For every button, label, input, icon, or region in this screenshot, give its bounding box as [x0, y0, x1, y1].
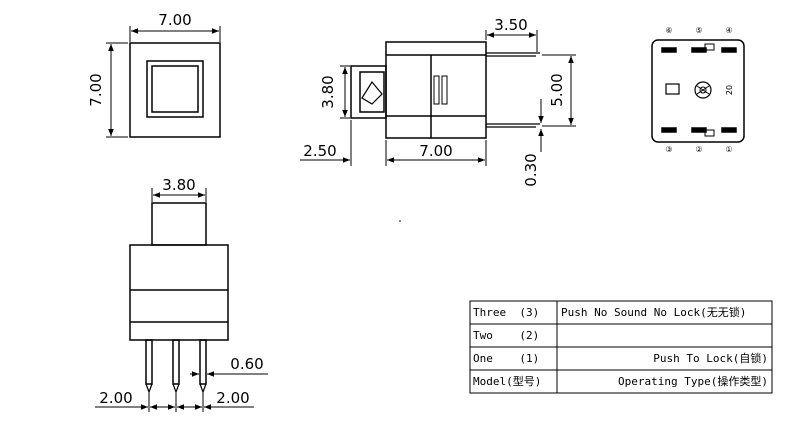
front-view-actuator: [151, 202, 207, 246]
table-header-model: Model(型号): [473, 374, 541, 388]
side-height-left-label: 3.80: [319, 75, 337, 108]
pin-offset-label: 0.30: [522, 153, 540, 186]
front-view-dims: [95, 188, 268, 412]
table-row-2-model: Two (2): [473, 329, 539, 342]
front-view: [129, 202, 229, 394]
side-width-label: 7.00: [419, 142, 452, 160]
table-header-type: Operating Type(操作类型): [618, 374, 768, 388]
bottom-pin-4: ④: [725, 26, 732, 35]
bottom-pin-6: ⑥: [665, 26, 672, 35]
front-view-body: [129, 244, 229, 341]
side-view-dims: [300, 30, 576, 166]
bottom-pin-3: ③: [665, 145, 672, 154]
pin-pitch-left-label: 2.00: [99, 389, 132, 407]
top-view-button-outer: [146, 60, 204, 118]
top-view-dims: [106, 26, 221, 138]
table-row-1-model: One (1): [473, 352, 539, 365]
pin-thickness-label: 0.60: [230, 355, 263, 373]
bottom-pin-5: ⑤: [695, 26, 702, 35]
bottom-view-outline: [651, 39, 745, 143]
table-row-3-model: Three (3): [473, 306, 539, 319]
side-view-body: [385, 41, 487, 139]
side-top-offset-label: 3.50: [494, 16, 527, 34]
top-view: [129, 42, 221, 138]
front-actuator-width-label: 3.80: [162, 176, 195, 194]
side-height-right-label: 5.00: [548, 73, 566, 106]
top-view-outer: [129, 42, 221, 138]
table-row-1-type: Push To Lock(自锁): [653, 351, 768, 365]
spec-table: [469, 300, 773, 394]
top-view-button-inner: [151, 65, 199, 113]
pin-pitch-right-label: 2.00: [216, 389, 249, 407]
side-view: [350, 41, 540, 139]
bottom-pin-1: ①: [725, 145, 732, 154]
side-left-overhang-label: 2.50: [303, 142, 336, 160]
bottom-pin-2: ②: [695, 145, 702, 154]
table-row-3-type: Push No Sound No Lock(无无锁): [561, 305, 746, 319]
top-height-label: 7.00: [87, 73, 105, 106]
bottom-view: [651, 39, 745, 143]
top-width-label: 7.00: [158, 11, 191, 29]
bottom-mark: 20: [725, 85, 734, 95]
side-view-actuator-inner: [359, 71, 385, 113]
side-view-actuator: [350, 65, 387, 119]
